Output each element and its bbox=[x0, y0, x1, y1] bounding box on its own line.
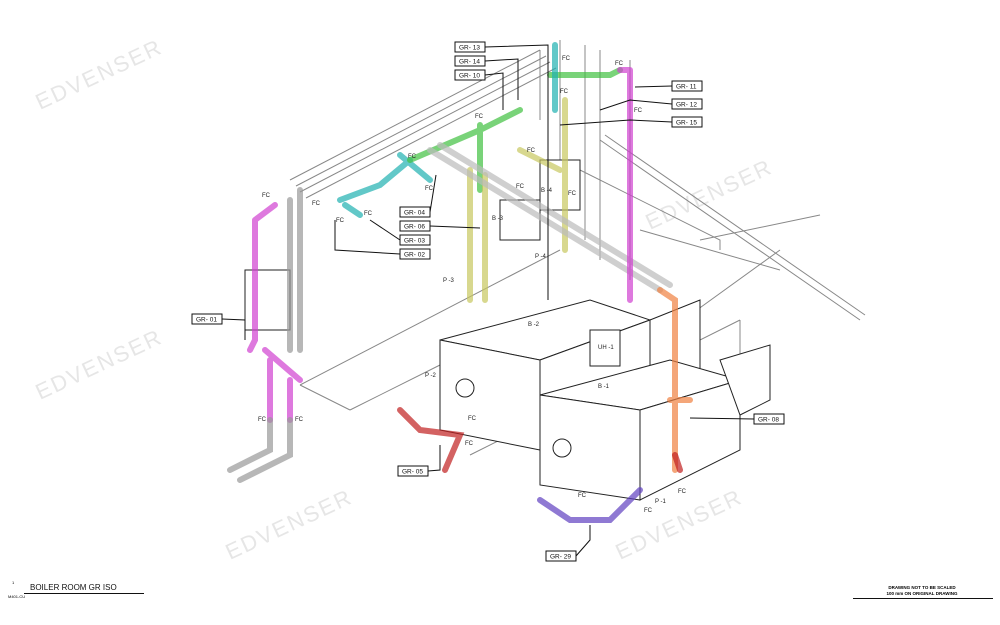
leader-line bbox=[634, 85, 673, 88]
leader-line bbox=[369, 219, 401, 241]
pipe-run bbox=[467, 97, 568, 303]
equipment-label: P -4 bbox=[535, 254, 547, 260]
flow-control-label: FC bbox=[336, 218, 345, 224]
line-tag-label: GR- 04 bbox=[404, 210, 425, 217]
line-tag-label: GR- 14 bbox=[459, 59, 480, 66]
flow-control-label: FC bbox=[568, 191, 577, 197]
pipe-run bbox=[227, 187, 303, 483]
flow-control-label: FC bbox=[527, 148, 536, 154]
line-tag-label: GR- 13 bbox=[459, 45, 480, 52]
leader-line bbox=[575, 525, 591, 557]
equipment-label: P -1 bbox=[655, 499, 667, 505]
leader-line bbox=[429, 225, 481, 229]
ref-number: 1 bbox=[12, 580, 15, 585]
flow-control-label: FC bbox=[258, 417, 267, 423]
pipework bbox=[227, 42, 693, 523]
watermark-text: EDVENSER bbox=[222, 484, 357, 565]
scale-bar bbox=[853, 598, 993, 599]
flow-control-label: FC bbox=[615, 61, 624, 67]
equipment-label: B -2 bbox=[528, 322, 540, 328]
boilers bbox=[244, 159, 771, 501]
flow-control-label: FC bbox=[634, 108, 643, 114]
line-tag: GR- 10 bbox=[454, 69, 486, 81]
pipe-run bbox=[617, 67, 633, 303]
flow-control-label: FC bbox=[678, 489, 687, 495]
pipe-run bbox=[247, 202, 303, 423]
equipment-label: B -3 bbox=[492, 216, 504, 222]
line-tag-label: GR- 10 bbox=[459, 73, 480, 80]
boiler-b1-side bbox=[639, 379, 741, 501]
leader-lines bbox=[221, 44, 755, 557]
flow-control-label: FC bbox=[425, 186, 434, 192]
flow-control-label: FC bbox=[295, 417, 304, 423]
leader-line bbox=[484, 72, 504, 110]
leader-line bbox=[484, 44, 549, 300]
line-tag-label: GR- 15 bbox=[676, 120, 697, 127]
equipment-label: UH -1 bbox=[598, 345, 614, 351]
line-tag-label: GR- 05 bbox=[402, 469, 423, 476]
flow-control-label: FC bbox=[516, 184, 525, 190]
line-tag: GR- 13 bbox=[454, 41, 486, 53]
leader-line bbox=[427, 445, 441, 472]
line-tag: GR- 11 bbox=[671, 80, 703, 92]
flow-control-label: FC bbox=[262, 193, 271, 199]
pipe-run bbox=[657, 287, 693, 473]
line-tag-label: GR- 01 bbox=[196, 317, 217, 324]
pipe-run bbox=[337, 152, 433, 218]
leader-line bbox=[484, 58, 519, 100]
scale-note-1: DRAWING NOT TO BE SCALED bbox=[888, 585, 956, 590]
watermark-text: EDVENSER bbox=[32, 34, 167, 115]
pipe-run bbox=[537, 487, 643, 523]
equipment-label: B -4 bbox=[541, 188, 553, 194]
line-tag: GR- 01 bbox=[191, 313, 223, 325]
pipe-run bbox=[407, 67, 623, 193]
equipment-label: P -3 bbox=[443, 278, 455, 284]
drawing-title: BOILER ROOM GR ISO bbox=[30, 583, 117, 592]
leader-line bbox=[221, 318, 246, 340]
flow-control-label: FC bbox=[408, 154, 417, 160]
line-tag: GR- 04 bbox=[399, 206, 431, 218]
line-tag: GR- 03 bbox=[399, 234, 431, 246]
flow-control-label: FC bbox=[578, 493, 587, 499]
leader-line bbox=[429, 174, 437, 213]
line-tag-label: GR- 11 bbox=[676, 84, 697, 91]
line-tag-label: GR- 06 bbox=[404, 224, 425, 231]
line-tag-label: GR- 12 bbox=[676, 102, 697, 109]
line-tag: GR- 12 bbox=[671, 98, 703, 110]
flow-control-label: FC bbox=[475, 114, 484, 120]
unit-heater bbox=[589, 329, 621, 367]
flow-control-label: FC bbox=[312, 201, 321, 207]
line-tag-label: GR- 02 bbox=[404, 252, 425, 259]
flow-control-label: FC bbox=[560, 89, 569, 95]
watermark-text: EDVENSER bbox=[32, 324, 167, 405]
title-underline bbox=[24, 593, 144, 594]
flow-control-label: FC bbox=[644, 508, 653, 514]
line-tag-label: GR- 08 bbox=[758, 417, 779, 424]
flow-control-label: FC bbox=[465, 441, 474, 447]
equipment-label: B -1 bbox=[598, 384, 610, 390]
line-tag: GR- 02 bbox=[399, 248, 431, 260]
leader-line bbox=[334, 220, 401, 255]
ref-sheet: M401-CU bbox=[8, 594, 26, 599]
flow-control-label: FC bbox=[562, 56, 571, 62]
equipment-label: P -2 bbox=[425, 373, 437, 379]
watermark-text: EDVENSER bbox=[642, 154, 777, 235]
line-tag: GR- 15 bbox=[671, 116, 703, 128]
leader-line bbox=[559, 119, 673, 126]
leader-line bbox=[689, 417, 755, 420]
line-tag-label: GR- 29 bbox=[550, 554, 571, 561]
line-tag-label: GR- 03 bbox=[404, 238, 425, 245]
leader-line bbox=[599, 99, 673, 111]
line-tag: GR- 05 bbox=[397, 465, 429, 477]
line-tag: GR- 14 bbox=[454, 55, 486, 67]
flow-control-label: FC bbox=[468, 416, 477, 422]
flow-control-label: FC bbox=[364, 211, 373, 217]
scale-note-2: 100 mm ON ORIGINAL DRAWING bbox=[886, 591, 958, 596]
line-tag: GR- 29 bbox=[545, 550, 577, 562]
pipe-run bbox=[397, 407, 683, 473]
line-tag: GR- 06 bbox=[399, 220, 431, 232]
line-tag: GR- 08 bbox=[753, 413, 785, 425]
